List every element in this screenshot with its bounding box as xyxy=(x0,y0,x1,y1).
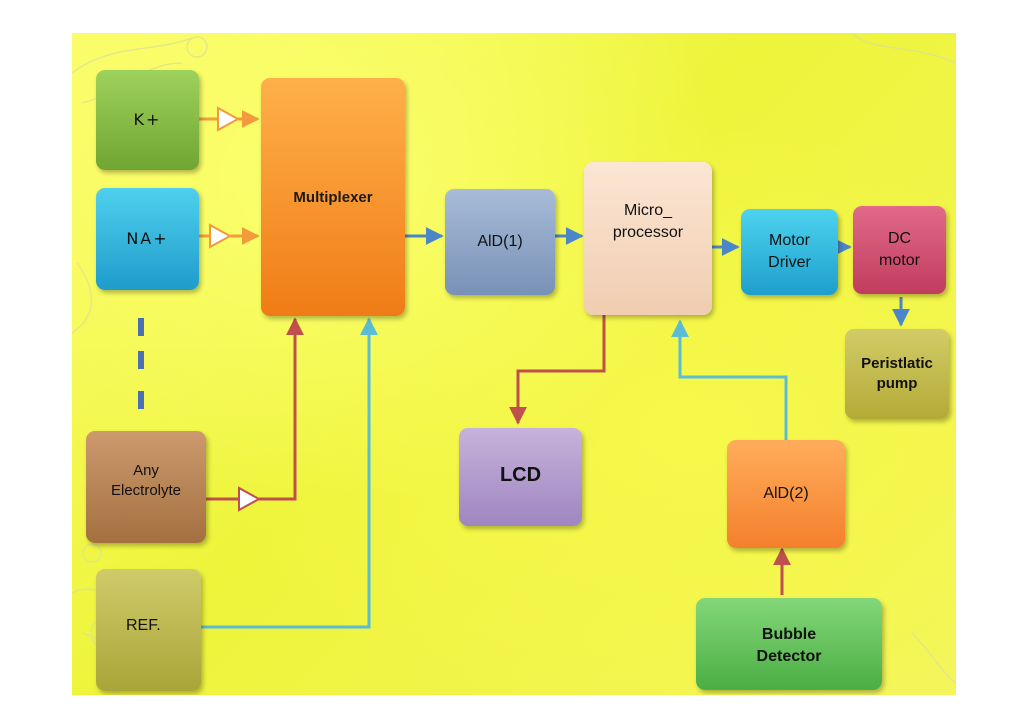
diagram-canvas: K+ NA+ Multiplexer AlD(1) Micro_ process… xyxy=(72,33,956,695)
motor-driver-label: Motor Driver xyxy=(768,232,811,271)
bubble-detector-block: Bubble Detector xyxy=(696,598,882,690)
microprocessor-label: Micro_ processor xyxy=(612,202,684,241)
ref-to-mux-wire xyxy=(201,317,378,629)
k-plus-block: K+ xyxy=(96,70,199,170)
buffer-triangle-icon xyxy=(217,106,241,132)
ad2-block: AlD(2) xyxy=(727,440,845,548)
peristaltic-pump-label: Peristlatic pump xyxy=(861,354,933,392)
multiplexer-label: Multiplexer xyxy=(293,189,373,206)
ad1-block: AlD(1) xyxy=(445,189,555,295)
bubble-detector-label: Bubble Detector xyxy=(756,626,822,665)
micro-to-lcd-wire xyxy=(509,315,606,425)
motor-driver-block: Motor Driver xyxy=(741,209,838,295)
k-to-mux-wire xyxy=(199,106,260,132)
buffer-triangle-icon xyxy=(209,223,233,249)
ad1-label: AlD(1) xyxy=(477,233,523,251)
more-inputs-dashes xyxy=(138,318,144,409)
na-plus-label: NA+ xyxy=(126,229,169,249)
connection-wires xyxy=(138,106,910,629)
electrolyte-to-mux-wire xyxy=(206,317,304,512)
peristaltic-pump-block: Peristlatic pump xyxy=(845,329,949,419)
dc-motor-block: DC motor xyxy=(853,206,946,294)
multiplexer-block: Multiplexer xyxy=(261,78,405,316)
buffer-triangle-icon xyxy=(238,486,262,512)
any-electrolyte-block: Any Electrolyte xyxy=(86,431,206,543)
lcd-block: LCD xyxy=(459,428,582,526)
dc-motor-label: DC motor xyxy=(879,230,920,269)
ref-label: REF. xyxy=(126,617,161,634)
na-to-mux-wire xyxy=(199,223,260,249)
ad2-to-micro-wire xyxy=(671,319,788,441)
lcd-label: LCD xyxy=(499,464,542,486)
any-electrolyte-label: Any Electrolyte xyxy=(110,462,182,500)
ad2-label: AlD(2) xyxy=(763,485,809,503)
k-plus-label: K+ xyxy=(133,110,162,130)
microprocessor-block: Micro_ processor xyxy=(584,162,712,315)
ref-block: REF. xyxy=(96,569,201,691)
na-plus-block: NA+ xyxy=(96,188,199,290)
